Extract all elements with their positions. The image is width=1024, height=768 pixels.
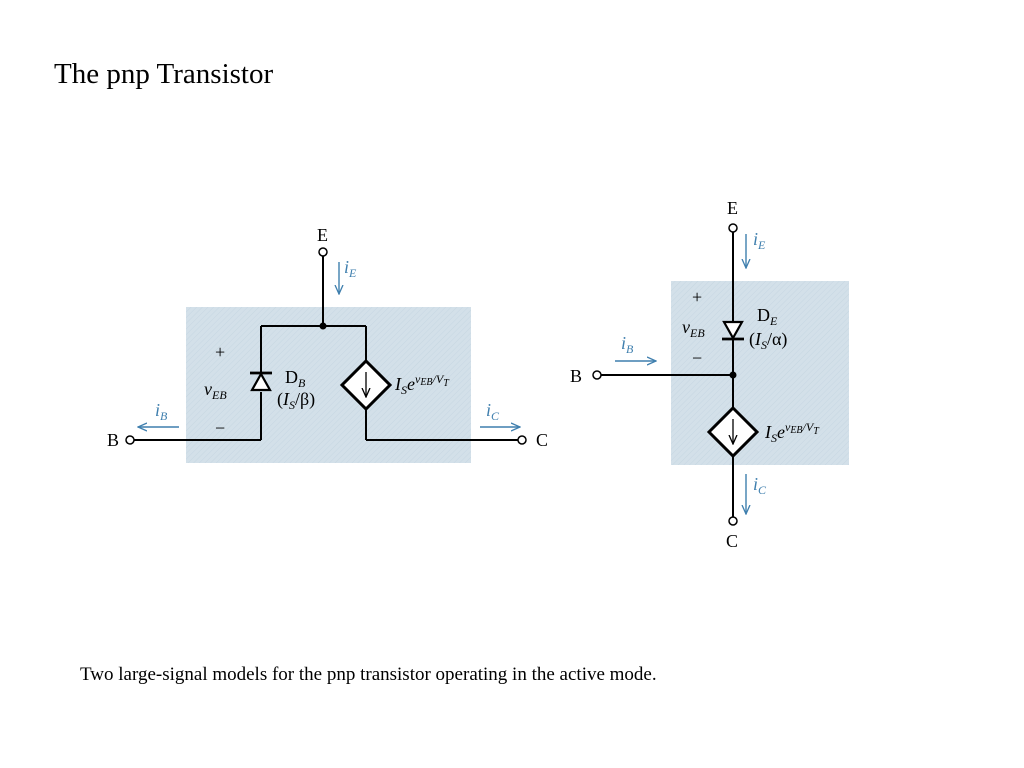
left-emitter-terminal xyxy=(318,247,328,257)
left-collector-terminal xyxy=(517,435,527,445)
right-collector-terminal xyxy=(728,516,738,526)
right-ib-label: iB xyxy=(621,333,634,356)
left-minus-sign: − xyxy=(215,418,225,438)
left-diode-name: DB xyxy=(285,367,306,390)
right-ic-label: iC xyxy=(753,474,767,497)
left-ib-label: iB xyxy=(155,400,168,423)
left-model-panel xyxy=(186,307,471,463)
right-diode-name: DE xyxy=(757,305,778,328)
right-base-label: B xyxy=(570,366,582,386)
left-base-terminal xyxy=(125,435,135,445)
left-veb-label: vEB xyxy=(204,379,227,402)
right-veb-label: vEB xyxy=(682,317,705,340)
right-model: E B C iE iB iC + − vEB DE (IS/α) ISevEB/… xyxy=(570,198,849,551)
left-ie-label: iE xyxy=(344,257,357,280)
slide-title: The pnp Transistor xyxy=(54,58,274,90)
left-base-label: B xyxy=(107,430,119,450)
left-model: E B C iE iB iC + − vEB DB (IS/β) ISevEB/… xyxy=(107,225,548,463)
right-diode-rating: (IS/α) xyxy=(749,329,787,352)
left-emitter-label: E xyxy=(317,225,328,245)
right-collector-label: C xyxy=(726,531,738,551)
left-diode-db xyxy=(250,371,272,392)
figure-caption: Two large-signal models for the pnp tran… xyxy=(80,664,657,685)
right-model-wires xyxy=(601,232,734,517)
right-dependent-current-source xyxy=(706,405,760,459)
left-emitter-node xyxy=(319,322,327,330)
left-source-label: ISevEB/VT xyxy=(394,372,450,397)
right-source-label: ISevEB/VT xyxy=(764,420,820,445)
right-diode-de xyxy=(722,320,744,341)
right-plus-sign: + xyxy=(692,287,702,307)
right-ie-label: iE xyxy=(753,229,766,252)
left-ic-label: iC xyxy=(486,400,500,423)
right-emitter-terminal xyxy=(728,223,738,233)
right-emitter-label: E xyxy=(727,198,738,218)
left-plus-sign: + xyxy=(215,342,225,362)
left-model-wires xyxy=(134,256,518,441)
left-diode-rating: (IS/β) xyxy=(277,389,315,412)
right-minus-sign: − xyxy=(692,348,702,368)
left-dependent-current-source xyxy=(339,358,393,412)
left-collector-label: C xyxy=(536,430,548,450)
right-model-panel xyxy=(671,281,849,465)
right-base-terminal xyxy=(592,370,602,380)
right-base-node xyxy=(729,371,737,379)
